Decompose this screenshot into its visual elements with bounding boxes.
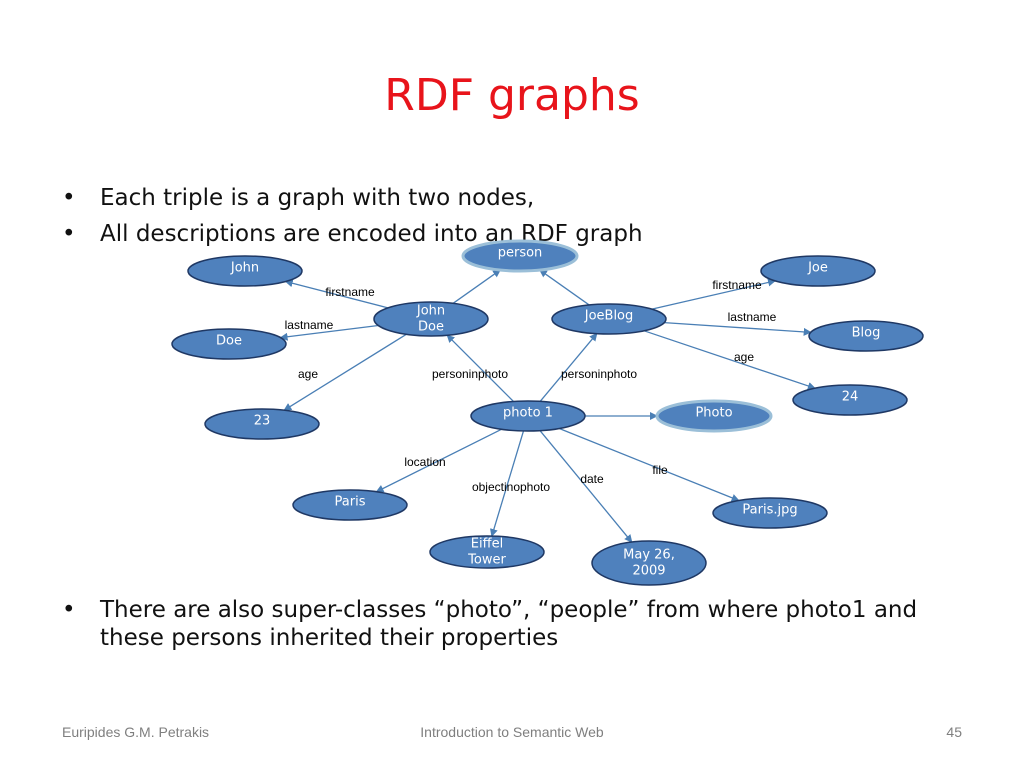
edge-photo1-ParisJpg xyxy=(559,427,740,502)
node-shape xyxy=(760,255,876,287)
node-Doe: Doe xyxy=(171,328,287,360)
node-shape xyxy=(373,301,489,337)
node-label: John xyxy=(230,261,259,276)
node-May26: May 26,2009 xyxy=(591,540,707,586)
edge-label-date: date xyxy=(580,472,604,486)
node-label: Paris xyxy=(335,495,366,510)
node-shape xyxy=(655,399,773,433)
node-Blog: Blog xyxy=(808,320,924,352)
edge-JohnDoe-John xyxy=(284,279,389,309)
node-ParisJpg: Paris.jpg xyxy=(712,497,828,529)
footer-author: Euripides G.M. Petrakis xyxy=(62,724,210,740)
node-shape xyxy=(171,328,287,360)
node-label: Paris.jpg xyxy=(742,503,797,518)
node-label: JoeBlog xyxy=(584,309,634,324)
node-shape xyxy=(292,489,408,521)
edge-label-objectinophoto: objectinophoto xyxy=(472,480,550,494)
edge-label-age: age xyxy=(298,367,318,381)
edge-label-file: file xyxy=(652,463,668,477)
edge-photo1-Paris xyxy=(375,428,502,493)
edge-photo1-May26 xyxy=(539,430,633,543)
node-JoeBlog: JoeBlog xyxy=(551,303,667,335)
node-Joe: Joe xyxy=(760,255,876,287)
node-label: Tower xyxy=(467,553,506,568)
node-shape xyxy=(712,497,828,529)
node-shape xyxy=(591,540,707,586)
slide-title: RDF graphs xyxy=(384,70,640,121)
edge-label-location: location xyxy=(404,455,445,469)
edge-photo1-EiffelTower xyxy=(489,430,525,538)
node-24: 24 xyxy=(792,384,908,416)
node-shape xyxy=(187,255,303,287)
node-label: 23 xyxy=(254,414,271,429)
node-label: May 26, xyxy=(623,548,675,563)
node-shape xyxy=(204,408,320,440)
node-shape xyxy=(470,400,586,432)
node-label: Doe xyxy=(216,334,242,349)
edge-JohnDoe-Doe xyxy=(279,324,379,341)
edge-JohnDoe-23 xyxy=(283,333,407,411)
node-label: 2009 xyxy=(632,564,665,579)
node-label: Photo xyxy=(695,406,732,421)
node-Paris: Paris xyxy=(292,489,408,521)
edge-label-age: age xyxy=(734,350,754,364)
edge-JoeBlog-24 xyxy=(643,330,816,390)
footer-course: Introduction to Semantic Web xyxy=(420,724,604,740)
node-label: Blog xyxy=(852,326,881,341)
node-label: person xyxy=(498,246,543,261)
bullet-list-bottom: There are also super-classes “photo”, “p… xyxy=(62,596,982,652)
edge-label-personinphoto: personinphoto xyxy=(432,367,508,381)
edge-JoeBlog-Blog xyxy=(664,322,812,336)
bullet-item: There are also super-classes “photo”, “p… xyxy=(62,596,982,652)
node-label: Eiffel xyxy=(471,537,503,552)
node-label: 24 xyxy=(842,390,859,405)
node-label: Joe xyxy=(807,261,828,276)
edge-label-lastname: lastname xyxy=(285,318,334,332)
edge-label-lastname: lastname xyxy=(728,310,777,324)
node-label: photo 1 xyxy=(503,406,553,421)
node-shape xyxy=(808,320,924,352)
edge-JohnDoe-person xyxy=(452,269,501,304)
node-shape xyxy=(429,535,545,569)
edge-photo1-JoeBlog xyxy=(539,332,598,402)
edge-label-firstname: firstname xyxy=(712,278,762,292)
class-node-person: person xyxy=(461,239,579,273)
bullet-item: Each triple is a graph with two nodes, xyxy=(62,180,982,216)
class-node-Photo: Photo xyxy=(655,399,773,433)
node-shape xyxy=(792,384,908,416)
node-23: 23 xyxy=(204,408,320,440)
node-shape xyxy=(551,303,667,335)
edge-label-firstname: firstname xyxy=(325,285,375,299)
edge-photo1-JohnDoe xyxy=(446,334,514,402)
edge-JoeBlog-Joe xyxy=(651,278,777,310)
node-label: Doe xyxy=(418,320,444,335)
node-shape xyxy=(461,239,579,273)
edge-JoeBlog-person xyxy=(539,269,590,306)
node-label: John xyxy=(416,304,445,319)
node-photo1: photo 1 xyxy=(470,400,586,432)
footer-page-number: 45 xyxy=(946,724,962,740)
node-John: John xyxy=(187,255,303,287)
edge-label-personinphoto: personinphoto xyxy=(561,367,637,381)
